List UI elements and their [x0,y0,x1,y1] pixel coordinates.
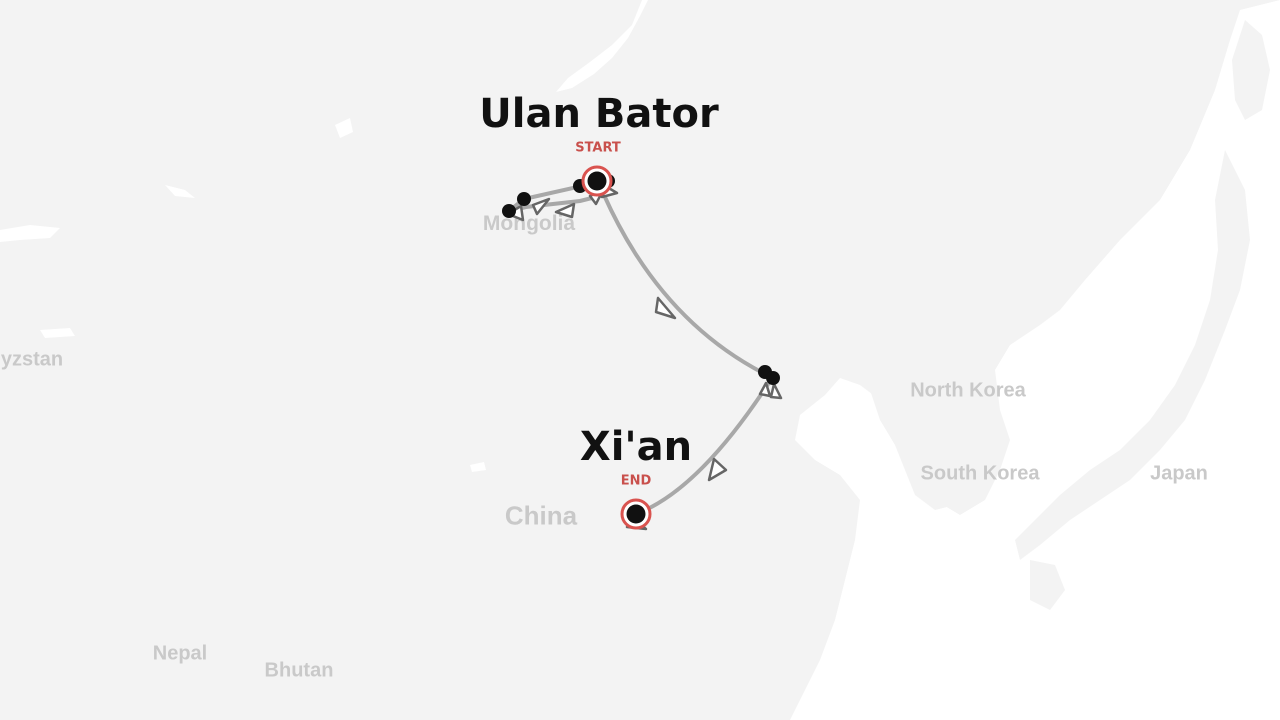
stop-marker[interactable] [766,371,780,385]
country-label-china: China [504,500,578,531]
route-arrow [554,202,576,219]
country-label-nepal: Nepal [152,642,208,665]
country-label-north-korea: North Korea [910,379,1026,402]
lake-balkhash [0,225,60,242]
hokkaido [1232,20,1270,120]
route-arrow [769,382,783,400]
country-label-bhutan: Bhutan [264,659,334,682]
country-label-mongolia: Mongolia [482,212,576,235]
lake-qinghai [470,462,486,472]
lake-issyk-kul [40,328,75,338]
start-dot [587,171,607,191]
end-dot [626,504,646,524]
stop-marker[interactable] [517,192,531,206]
start-city-label: Ulan Bator [479,91,719,137]
lake-baikal [556,0,648,92]
start-tag: START [575,140,621,156]
country-label-kyrgyzstan: yzstan [0,348,64,371]
lake-khovsgol [335,118,353,138]
start-marker[interactable] [581,165,613,197]
end-city-label: Xi'an [579,424,693,470]
end-marker[interactable] [620,498,652,530]
route-arrow [707,457,728,482]
korean-peninsula [870,375,975,510]
sea-area [790,0,1280,720]
route-arrow [531,197,551,216]
country-label-south-korea: South Korea [920,462,1040,485]
honshu [1015,150,1250,560]
lake-uvs [165,185,195,198]
end-tag: END [620,473,652,489]
route-arrow [758,381,772,398]
stop-marker[interactable] [502,204,516,218]
country-label-japan: Japan [1150,462,1208,485]
route-arrow [654,296,677,320]
kyushu [1030,560,1065,610]
direction-arrows [506,185,783,531]
